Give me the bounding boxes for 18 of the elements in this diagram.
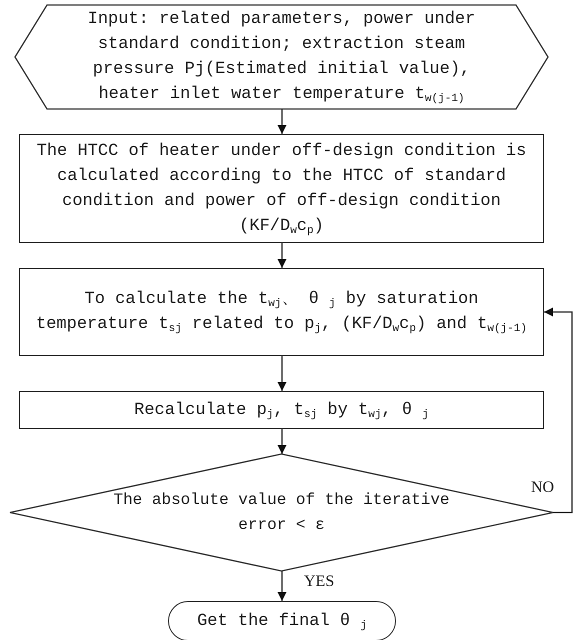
arrow: [544, 308, 573, 514]
node-text: The absolute value of the iterative error < ε: [112, 490, 451, 536]
decision-diamond: [10, 454, 553, 571]
node-text: Input: related parameters, power under standard condition; extraction steam pressure Pj(Estimated initial value), heater inlet water temperature t$_{w(j-1)}$: [86, 9, 476, 107]
node-text: Recalculate p$_{j}$, t$_{sj}$ by t$_{wj}$, θ $_{j}$: [134, 400, 429, 422]
process-box: [19, 134, 544, 243]
arrow: [278, 109, 286, 134]
node-text: Get the final θ $_{j}$: [197, 610, 367, 634]
input-hexagon: [15, 5, 548, 109]
arrow: [278, 356, 286, 391]
process-box: [19, 391, 544, 429]
terminal-box: [168, 601, 396, 640]
arrow: [278, 243, 286, 268]
arrow: [278, 429, 286, 454]
process-box: [19, 268, 544, 356]
node-text: The HTCC of heater under off-design condition is calculated according to the HTCC of standard condition and power of off-design condition (KF/D$_{w}$c$_{p}$): [36, 140, 528, 238]
arrow: [278, 571, 286, 601]
node-text: To calculate the t$_{wj}$、 θ $_{j}$ by saturation temperature t$_{sj}$ related to p$_{j}$, (KF/D$_{w}$c$_{p}$) and t$_{w(j-1)}$: [35, 289, 528, 337]
